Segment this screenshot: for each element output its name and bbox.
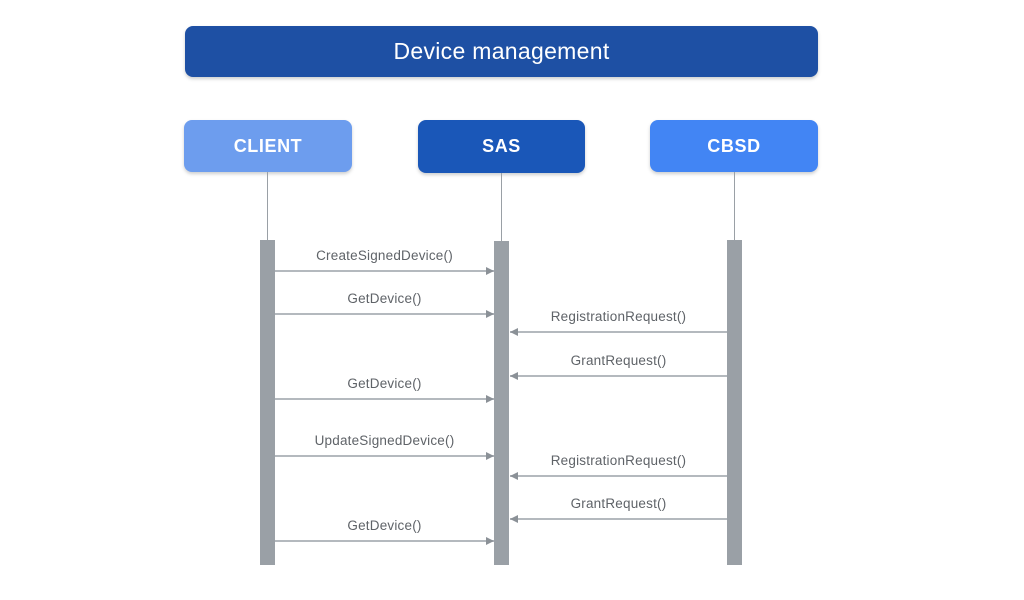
message-get-device: GetDevice() [275, 518, 494, 545]
lifeline-stem-cbsd [734, 172, 735, 241]
message-label: GetDevice() [347, 376, 422, 391]
message-label: GetDevice() [347, 291, 422, 306]
message-grant-request: GrantRequest() [510, 353, 727, 380]
arrow-line [275, 270, 494, 272]
arrow-head-icon [510, 472, 518, 480]
message-update-signed-device: UpdateSignedDevice() [275, 433, 494, 460]
message-label: UpdateSignedDevice() [314, 433, 455, 448]
activation-bar-client [260, 240, 275, 565]
arrow-line [510, 331, 727, 333]
activation-bar-sas [494, 241, 509, 565]
arrow-head-icon [486, 310, 494, 318]
arrow-line [275, 313, 494, 315]
arrow-head-icon [486, 537, 494, 545]
arrow-head-icon [510, 372, 518, 380]
arrow-line [275, 540, 494, 542]
lifeline-stem-sas [501, 173, 502, 242]
arrow-line [275, 398, 494, 400]
actor-box-client: CLIENT [184, 120, 352, 172]
message-label: GrantRequest() [570, 496, 667, 511]
arrow-head-icon [486, 267, 494, 275]
message-label: GetDevice() [347, 518, 422, 533]
arrow-head-icon [486, 452, 494, 460]
actor-box-cbsd: CBSD [650, 120, 818, 172]
arrow-head-icon [510, 515, 518, 523]
arrow-line [510, 375, 727, 377]
message-registration-request: RegistrationRequest() [510, 453, 727, 480]
actor-box-sas: SAS [418, 120, 585, 173]
lifeline-stem-client [267, 172, 268, 241]
message-grant-request: GrantRequest() [510, 496, 727, 523]
activation-bar-cbsd [727, 240, 742, 565]
message-get-device: GetDevice() [275, 291, 494, 318]
message-get-device: GetDevice() [275, 376, 494, 403]
arrow-head-icon [510, 328, 518, 336]
message-label: GrantRequest() [570, 353, 667, 368]
message-label: RegistrationRequest() [550, 309, 687, 324]
arrow-line [275, 455, 494, 457]
arrow-head-icon [486, 395, 494, 403]
message-registration-request: RegistrationRequest() [510, 309, 727, 336]
arrow-line [510, 475, 727, 477]
arrow-line [510, 518, 727, 520]
message-label: RegistrationRequest() [550, 453, 687, 468]
message-create-signed-device: CreateSignedDevice() [275, 248, 494, 275]
diagram-title: Device management [185, 26, 818, 77]
message-label: CreateSignedDevice() [316, 248, 453, 263]
